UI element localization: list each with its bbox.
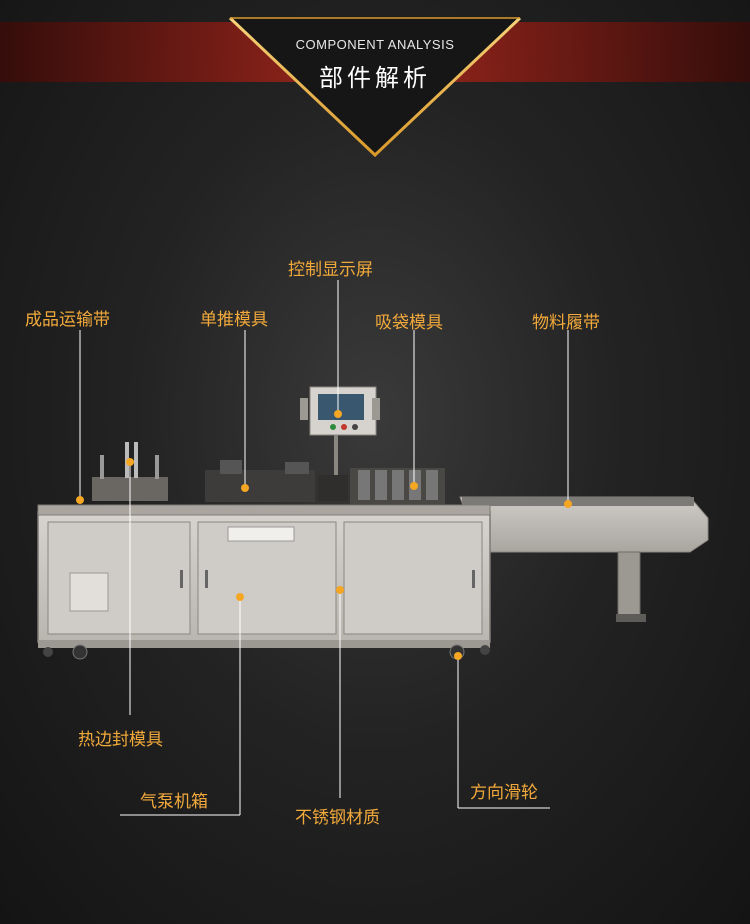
- header-banner: COMPONENT ANALYSIS 部件解析: [0, 0, 750, 170]
- marker-dot-bag-mold: [410, 482, 418, 490]
- label-material-track: 物料履带: [532, 313, 600, 333]
- label-caster: 方向滑轮: [470, 783, 538, 803]
- label-heat-seal: 热边封模具: [78, 730, 163, 750]
- marker-dot-push-mold: [241, 484, 249, 492]
- marker-dot-control-screen: [334, 410, 342, 418]
- main-cabinet: [37, 504, 491, 648]
- top-mechanisms: [92, 442, 445, 504]
- banner-title: 部件解析: [319, 64, 431, 92]
- material-track: [459, 496, 709, 622]
- label-conveyor: 成品运输带: [25, 310, 110, 330]
- leader-lines: [79, 280, 569, 816]
- marker-dot-caster: [454, 652, 462, 660]
- marker-dot-conveyor: [76, 496, 84, 504]
- label-bag-mold: 吸袋模具: [375, 313, 443, 333]
- banner-subtitle: COMPONENT ANALYSIS: [295, 37, 455, 52]
- control-panel: [300, 386, 380, 475]
- marker-dot-material-track: [564, 500, 572, 508]
- marker-dots: [76, 410, 572, 660]
- marker-dot-heat-seal: [126, 458, 134, 466]
- marker-dot-steel: [336, 586, 344, 594]
- marker-dot-air-pump: [236, 593, 244, 601]
- label-air-pump: 气泵机箱: [140, 792, 208, 812]
- label-steel: 不锈钢材质: [295, 808, 380, 828]
- label-control-screen: 控制显示屏: [288, 260, 373, 280]
- label-push-mold: 单推模具: [200, 310, 268, 330]
- banner-graphic: [0, 16, 750, 158]
